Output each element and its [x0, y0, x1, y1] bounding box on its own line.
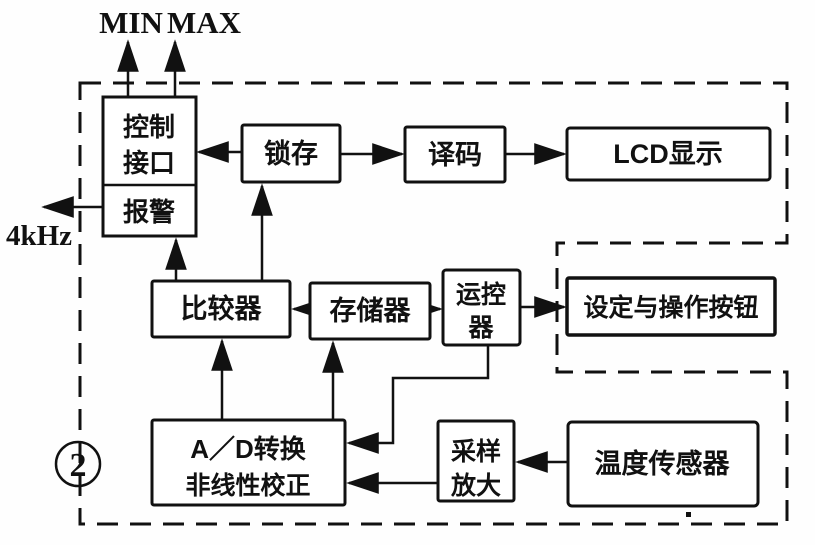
- lcd-display-label: LCD显示: [613, 139, 723, 169]
- circled-number-2: 2: [54, 440, 102, 488]
- box-decoder: 译码: [403, 125, 507, 184]
- decoder-label: 译码: [428, 140, 482, 170]
- operation-controller-label-line1: 运控: [456, 281, 506, 309]
- control-interface-label-line1: 控制: [123, 112, 175, 142]
- print-artifact-dot: [686, 512, 691, 517]
- freq-4khz-label: 4kHz: [6, 220, 72, 252]
- system-dashed-boundary: [78, 81, 789, 526]
- figure-number-text: 2: [70, 447, 87, 484]
- sampling-amplifier-label-line2: 放大: [450, 471, 501, 500]
- box-setting-buttons: 设定与操作按钮: [565, 276, 777, 337]
- latch-label: 锁存: [264, 138, 318, 169]
- sampling-amplifier-label-line1: 采样: [451, 437, 501, 466]
- alarm-label: 报警: [123, 197, 175, 227]
- temperature-sensor-label: 温度传感器: [595, 448, 731, 479]
- min-label: MIN: [99, 5, 163, 40]
- box-adc-correction: A／D转换 非线性校正: [150, 418, 347, 507]
- max-label: MAX: [167, 5, 242, 40]
- arrow-controller-to-adc: [346, 345, 490, 454]
- memory-label: 存储器: [330, 296, 412, 326]
- setting-buttons-label: 设定与操作按钮: [583, 293, 758, 322]
- box-temperature-sensor: 温度传感器: [566, 420, 760, 508]
- box-latch: 锁存: [240, 123, 342, 184]
- comparator-label: 比较器: [181, 293, 263, 324]
- box-memory: 存储器: [308, 281, 432, 341]
- box-lcd-display: LCD显示: [565, 126, 772, 182]
- box-operation-controller: 运控 器: [441, 268, 522, 347]
- operation-controller-label-line2: 器: [467, 314, 494, 342]
- box-sampling-amplifier: 采样 放大: [436, 419, 516, 503]
- box-control-interface-alarm: 控制 接口 报警: [101, 95, 198, 238]
- adc-label-line2: 非线性校正: [185, 471, 310, 500]
- adc-label-line1: A／D转换: [190, 434, 307, 464]
- box-comparator: 比较器: [150, 279, 292, 339]
- control-interface-label-line2: 接口: [123, 148, 175, 178]
